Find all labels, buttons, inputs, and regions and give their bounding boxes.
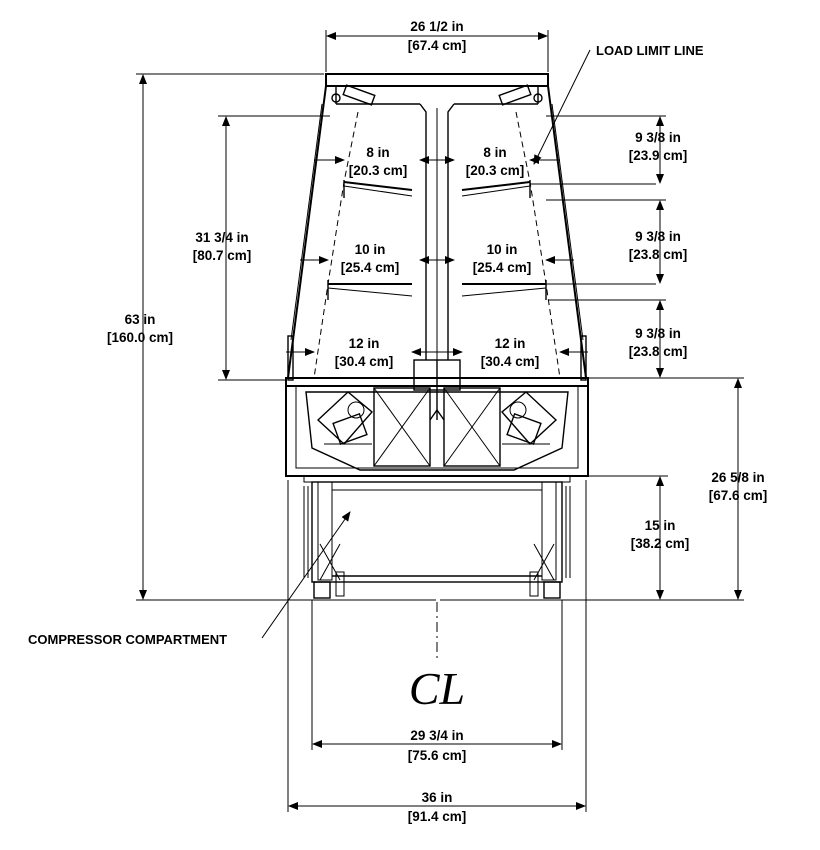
shelf-2-right: [461, 280, 656, 300]
dim-top-width-cm: [67.4 cm]: [408, 38, 467, 53]
cabinet-outline: [285, 73, 656, 599]
dim-overall-width-cm: [91.4 cm]: [408, 809, 467, 824]
dim-spacing1-in: 9 3/8 in: [635, 130, 681, 145]
shelf-2-left: [327, 280, 413, 300]
dimension-lines: [136, 30, 744, 812]
dim-shelf1-left-in: 8 in: [366, 145, 389, 160]
shelf-1-left: [343, 180, 413, 198]
dim-shelf2-right-in: 10 in: [487, 242, 518, 257]
dim-shelf3-right-cm: [30.4 cm]: [481, 354, 540, 369]
dim-shelf1-left-cm: [20.3 cm]: [349, 163, 408, 178]
compressor-leader: [261, 511, 351, 639]
dim-compartment-height-cm: [38.2 cm]: [631, 536, 690, 551]
dim-overall-width-in: 36 in: [422, 790, 453, 805]
centerline-symbol: CL: [409, 663, 465, 714]
dim-base-height-in: 26 5/8 in: [711, 470, 764, 485]
dim-spacing1-cm: [23.9 cm]: [629, 148, 688, 163]
dim-spacing2-in: 9 3/8 in: [635, 229, 681, 244]
dim-shelf3-left-in: 12 in: [349, 336, 380, 351]
load-limit-leader: [533, 49, 591, 165]
dim-overall-height-cm: [160.0 cm]: [107, 330, 173, 345]
compressor-compartment: [303, 475, 571, 599]
refrigeration-deck: [285, 377, 589, 477]
right-canopy-light: [498, 84, 543, 106]
right-fan: [501, 391, 558, 446]
dim-spacing3-in: 9 3/8 in: [635, 326, 681, 341]
dim-shelf2-left-cm: [25.4 cm]: [341, 260, 400, 275]
dim-base-width-in: 29 3/4 in: [410, 728, 463, 743]
dim-base-width-cm: [75.6 cm]: [408, 748, 467, 763]
dim-overall-height-in: 63 in: [125, 312, 156, 327]
load-limit-line-label: LOAD LIMIT LINE: [596, 43, 704, 58]
dim-shelf1-right-in: 8 in: [483, 145, 506, 160]
dim-spacing2-cm: [23.8 cm]: [629, 247, 688, 262]
left-fan: [316, 391, 373, 446]
dim-shelf3-right-in: 12 in: [495, 336, 526, 351]
dim-shelf2-right-cm: [25.4 cm]: [473, 260, 532, 275]
left-canopy-light: [331, 84, 376, 106]
shelf-1-right: [461, 180, 656, 198]
dim-spacing3-cm: [23.8 cm]: [629, 344, 688, 359]
compressor-compartment-label: COMPRESSOR COMPARTMENT: [28, 632, 227, 647]
dim-compartment-height-in: 15 in: [645, 518, 676, 533]
dim-shelf1-right-cm: [20.3 cm]: [466, 163, 525, 178]
dim-base-height-cm: [67.6 cm]: [709, 488, 768, 503]
dim-top-width-in: 26 1/2 in: [410, 19, 463, 34]
dim-display-height-in: 31 3/4 in: [195, 230, 248, 245]
dim-shelf3-left-cm: [30.4 cm]: [335, 354, 394, 369]
load-limit-lines: [313, 111, 561, 379]
dim-display-height-cm: [80.7 cm]: [193, 248, 252, 263]
dim-shelf2-left-in: 10 in: [355, 242, 386, 257]
